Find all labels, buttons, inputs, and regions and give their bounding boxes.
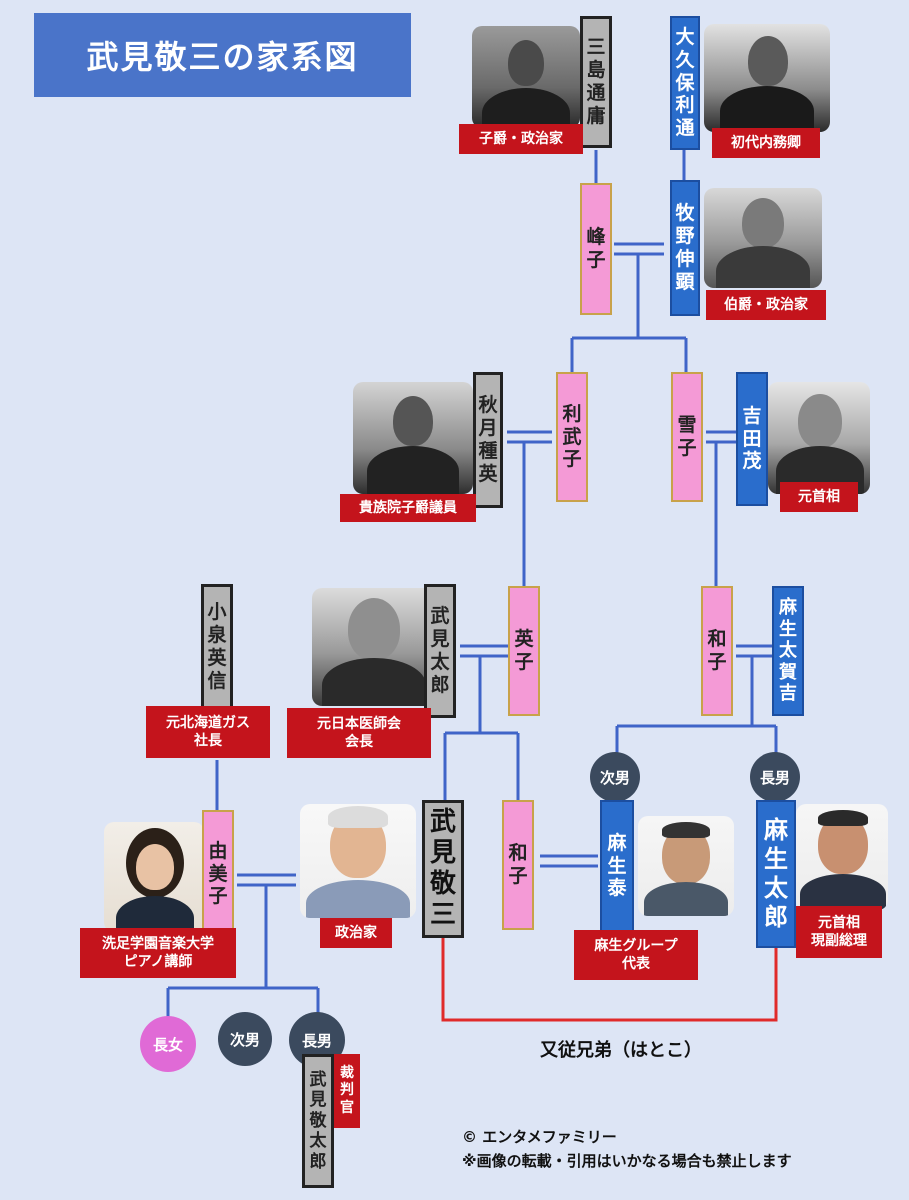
aso-yutaka-name-box: 麻生泰 <box>600 800 634 932</box>
aso-yutaka-role: 麻生グループ 代表 <box>574 930 698 980</box>
aso-taro-name: 麻生太郎 <box>764 816 788 931</box>
keitaro-role: 裁判官 <box>340 1064 354 1116</box>
yoshida-name-box: 吉田茂 <box>736 372 768 506</box>
mishima-name-box: 三島通庸 <box>580 16 612 148</box>
makino-role: 伯爵・政治家 <box>706 290 826 320</box>
okubo-photo <box>704 24 830 132</box>
koizumi-name: 小泉英信 <box>207 601 227 692</box>
yoshida-name: 吉田茂 <box>742 404 762 473</box>
kazuko-aso-name: 和子 <box>707 628 727 673</box>
aso-takakichi-name: 麻生太賀吉 <box>778 597 797 705</box>
mineko-name: 峰子 <box>586 226 606 271</box>
okubo-name: 大久保利通 <box>675 26 695 140</box>
aso-taro-photo <box>796 804 888 910</box>
politician-role: 政治家 <box>320 918 392 948</box>
yumiko-photo <box>104 822 204 932</box>
koizumi-role: 元北海道ガス 社長 <box>146 706 270 758</box>
yoshida-role: 元首相 <box>780 482 858 512</box>
yumiko-name: 由美子 <box>208 839 228 908</box>
akizuki-name-box: 秋月種英 <box>473 372 503 508</box>
makino-photo <box>704 188 822 288</box>
relation-label: 又従兄弟（はとこ） <box>540 1040 702 1061</box>
yumiko-name-box: 由美子 <box>202 810 234 938</box>
keitaro-name-box: 武見敬太郎 <box>302 1054 334 1188</box>
takemi-taro-name-box: 武見太郎 <box>424 584 456 718</box>
takemi-taro-photo <box>312 588 436 706</box>
kazuko-aso-name-box: 和子 <box>701 586 733 716</box>
akizuki-role: 貴族院子爵議員 <box>340 494 476 522</box>
page-title: 武見敬三の家系図 <box>34 13 411 97</box>
mishima-photo <box>472 26 580 128</box>
kazuko-takemi-name-box: 和子 <box>502 800 534 930</box>
copyright: © エンタメファミリー <box>462 1128 617 1146</box>
eiko-name: 英子 <box>514 628 534 673</box>
akizuki-name: 秋月種英 <box>478 394 498 485</box>
akizuki-photo <box>353 382 473 494</box>
koizumi-name-box: 小泉英信 <box>201 584 233 710</box>
aso-taro-role: 元首相 現副総理 <box>796 906 882 958</box>
jinan-takemi-badge: 次男 <box>218 1012 272 1066</box>
makino-name-box: 牧野伸顕 <box>670 180 700 316</box>
aso-taro-badge: 長男 <box>750 752 800 802</box>
aso-takakichi-name-box: 麻生太賀吉 <box>772 586 804 716</box>
yoshida-photo <box>768 382 870 494</box>
okubo-name-box: 大久保利通 <box>670 16 700 150</box>
politician-photo <box>300 804 416 918</box>
keitaro-name: 武見敬太郎 <box>309 1070 327 1172</box>
ritake-name: 利武子 <box>562 402 582 471</box>
notice: ※画像の転載・引用はいかなる場合も禁止します <box>462 1152 792 1170</box>
chojo-badge: 長女 <box>140 1016 196 1072</box>
makino-name: 牧野伸顕 <box>675 202 695 293</box>
yukiko-name: 雪子 <box>677 414 697 459</box>
mishima-name: 三島通庸 <box>586 36 606 127</box>
yumiko-role: 洗足学園音楽大学 ピアノ講師 <box>80 928 236 978</box>
takemi-keizo-name: 武見敬三 <box>429 806 456 931</box>
takemi-taro-name: 武見太郎 <box>430 605 450 696</box>
ritake-name-box: 利武子 <box>556 372 588 502</box>
takemi-taro-role: 元日本医師会 会長 <box>287 708 431 758</box>
kazuko-takemi-name: 和子 <box>508 842 528 887</box>
aso-taro-name-box: 麻生太郎 <box>756 800 796 948</box>
aso-yutaka-badge: 次男 <box>590 752 640 802</box>
mishima-role: 子爵・政治家 <box>459 124 583 154</box>
eiko-name-box: 英子 <box>508 586 540 716</box>
aso-yutaka-name: 麻生泰 <box>607 831 627 900</box>
keitaro-role-box: 裁判官 <box>334 1054 360 1128</box>
takemi-keizo-name-box: 武見敬三 <box>422 800 464 938</box>
okubo-role: 初代内務卿 <box>712 128 820 158</box>
yukiko-name-box: 雪子 <box>671 372 703 502</box>
mineko-name-box: 峰子 <box>580 183 612 315</box>
aso-yutaka-photo <box>638 816 734 916</box>
